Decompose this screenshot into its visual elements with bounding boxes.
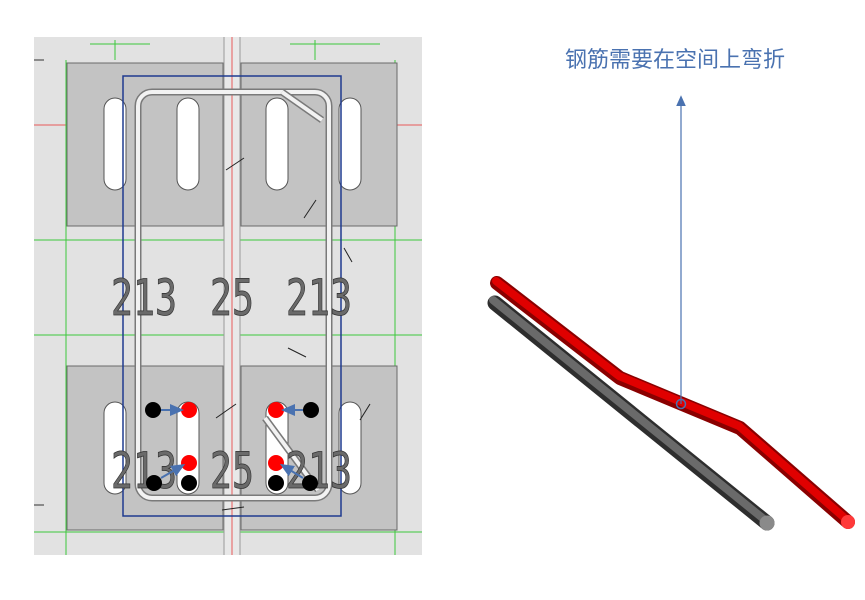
dim-label-lower-right: 213 <box>286 442 352 500</box>
annotation-leader <box>675 95 687 410</box>
slot <box>338 97 362 191</box>
slot <box>103 97 127 191</box>
cad-section-drawing: 213 25 213 213 25 213 <box>34 37 422 555</box>
arrow-icon <box>160 463 186 479</box>
rebar-dot-red <box>181 455 197 471</box>
arrow-icon <box>279 463 304 479</box>
rebar-dot-black <box>268 475 284 491</box>
dim-label-lower-left: 213 <box>111 442 177 500</box>
section-outline <box>122 75 342 517</box>
move-arrows <box>160 404 304 479</box>
slot <box>103 401 127 495</box>
bar-end-cap <box>841 515 855 529</box>
slot <box>338 401 362 495</box>
dim-label-upper-left: 213 <box>111 269 177 327</box>
block-top-left <box>66 62 224 227</box>
slots <box>103 97 362 495</box>
annotation-text: 钢筋需要在空间上弯折 <box>564 48 785 73</box>
stirrup <box>134 88 333 502</box>
dimension-labels: 213 25 213 213 25 213 <box>111 269 353 501</box>
rebar-3d-original <box>487 295 775 531</box>
dim-label-upper-right: 213 <box>286 269 352 327</box>
leader-anchor-icon <box>675 398 687 410</box>
rebar-dot-black <box>303 402 319 418</box>
rebar-dot-red <box>181 402 197 418</box>
dim-label-upper-center: 25 <box>210 269 254 327</box>
rebar-dot-red <box>268 455 284 471</box>
slot <box>265 97 289 191</box>
rebar-dot-black <box>145 402 161 418</box>
block-top-right <box>240 62 398 227</box>
rebar-3d-bent <box>490 276 855 529</box>
rebar-dot-black <box>302 475 318 491</box>
rebar-dot-black <box>146 475 162 491</box>
rebar-dot-red <box>268 402 284 418</box>
center-column <box>223 37 241 555</box>
rebar-original <box>145 402 319 491</box>
slot <box>176 97 200 191</box>
dim-label-lower-center: 25 <box>210 442 254 500</box>
rebar-dot-black <box>181 475 197 491</box>
rebar-3d-model <box>487 95 855 531</box>
bar-end-cap <box>759 515 775 531</box>
hatch-marks <box>215 157 371 511</box>
